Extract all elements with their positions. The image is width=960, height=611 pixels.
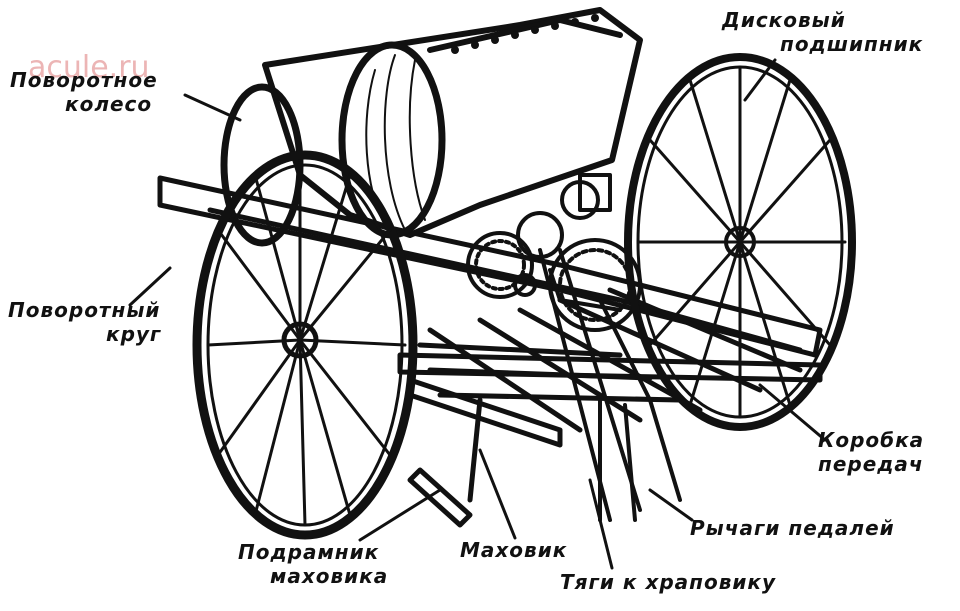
front-left-wheel: [192, 150, 418, 540]
leader-lines: [128, 58, 827, 570]
label-turntable: Поворотный круг: [8, 298, 161, 346]
label-gearbox-line2: передач: [818, 452, 924, 476]
label-turntable-line1: Поворотный: [8, 298, 161, 322]
label-flywheel-subframe-line1: Подрамник: [238, 540, 380, 564]
seat-body: [262, 7, 643, 239]
label-swivel-wheel-line1: Поворотное: [10, 68, 158, 92]
label-ratchet-rods: Тяги к храповику: [560, 570, 776, 594]
label-swivel-wheel-line2: колесо: [65, 92, 153, 116]
label-gearbox-line1: Коробка: [818, 428, 925, 452]
label-disc-bearing: Дисковый подшипник: [722, 8, 923, 56]
pedal-levers: [538, 248, 682, 522]
label-flywheel-subframe: Подрамник маховика: [238, 540, 388, 588]
label-turntable-line2: круг: [106, 322, 162, 346]
label-gearbox: Коробка передач: [818, 428, 924, 476]
label-disc-bearing-line1: Дисковый: [722, 8, 846, 32]
label-flywheel: Маховик: [460, 538, 568, 562]
watermark: acule.ru: [28, 50, 150, 85]
seat-holes: [451, 14, 599, 54]
label-swivel-wheel: Поворотное колесо: [10, 68, 158, 116]
label-flywheel-subframe-line2: маховика: [270, 564, 389, 588]
label-disc-bearing-line2: подшипник: [780, 32, 924, 56]
label-pedal-levers: Рычаги педалей: [690, 516, 895, 540]
front-right-wheel: [624, 53, 856, 431]
